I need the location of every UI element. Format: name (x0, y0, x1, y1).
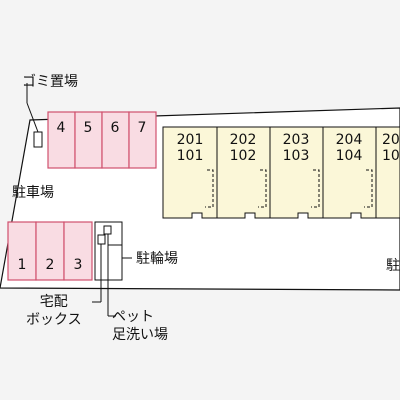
unit-number-lower: 101 (176, 148, 204, 164)
parking-space-7 (128, 111, 157, 169)
delivery-box-label: 宅配 ボックス (26, 294, 82, 328)
parking-space-5 (74, 111, 103, 169)
pet-wash-box (103, 225, 112, 235)
unit-block-5 (375, 126, 400, 219)
parking-left-label: 駐車場 (12, 185, 54, 201)
parking-space-1 (7, 221, 37, 281)
stair-detail-3 (311, 169, 320, 208)
parking-number: 4 (56, 120, 66, 136)
bike-parking-label: 駐輪場 (136, 251, 178, 267)
unit-number-lower: 103 (282, 148, 310, 164)
parking-number: 7 (137, 120, 147, 136)
stair-detail-2 (258, 169, 267, 208)
unit-number-upper: 204 (335, 132, 363, 148)
unit-number-upper: 202 (229, 132, 257, 148)
unit-number-upper: 20 (382, 133, 400, 148)
garbage-leader-2 (26, 102, 39, 133)
unit-number-lower: 10 (382, 149, 400, 164)
pet-wash-label: ペット 足洗い場 (112, 309, 168, 343)
unit-number-lower: 104 (335, 148, 363, 164)
parking-space-4 (47, 111, 76, 169)
parking-right-label: 駐 (386, 258, 400, 274)
stair-detail-1 (205, 169, 214, 208)
parking-bottom-row (7, 221, 93, 281)
delivery-box (97, 234, 106, 245)
parking-number: 6 (110, 120, 120, 136)
parking-space-2 (35, 221, 65, 281)
parking-number: 1 (17, 257, 27, 273)
parking-number: 3 (73, 257, 83, 273)
parking-space-3 (63, 221, 93, 281)
garbage-box (33, 131, 43, 148)
parking-number: 5 (83, 120, 93, 136)
unit-number-upper: 203 (282, 132, 310, 148)
parking-top-row (47, 111, 157, 169)
parking-number: 2 (45, 257, 55, 273)
garbage-label: ゴミ置場 (22, 74, 78, 90)
unit-number-upper: 201 (176, 132, 204, 148)
unit-number-lower: 102 (229, 148, 257, 164)
stair-detail-4 (364, 169, 373, 208)
building (162, 126, 400, 219)
